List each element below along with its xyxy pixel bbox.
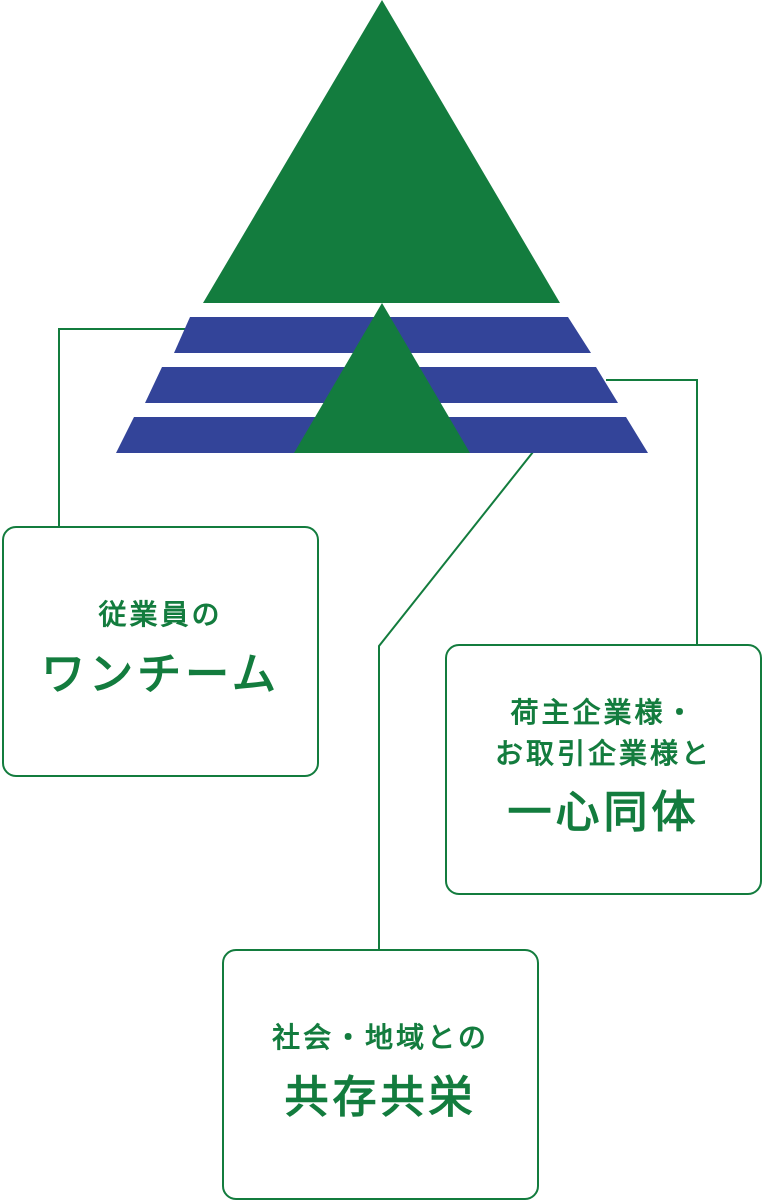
- connector-community: [378, 451, 534, 949]
- employees-title: ワンチーム: [41, 648, 280, 700]
- large-green-triangle: [203, 0, 560, 303]
- small-green-triangle: [294, 303, 470, 453]
- partners-subtitle-line-2: お取引企業様と: [494, 736, 712, 770]
- connector-partners: [606, 379, 698, 644]
- community-box: 社会・地域との 共存共栄: [222, 949, 539, 1200]
- community-subtitle: 社会・地域との: [272, 1021, 489, 1055]
- partners-box: 荷主企業様・ お取引企業様と 一心同体: [445, 644, 762, 895]
- community-title: 共存共栄: [284, 1071, 477, 1123]
- employees-box: 従業員の ワンチーム: [2, 526, 319, 777]
- partners-subtitle-line-1: 荷主企業様・: [510, 695, 697, 729]
- connector-employees: [58, 328, 188, 526]
- employees-subtitle: 従業員の: [98, 598, 223, 632]
- partners-title: 一心同体: [507, 787, 700, 839]
